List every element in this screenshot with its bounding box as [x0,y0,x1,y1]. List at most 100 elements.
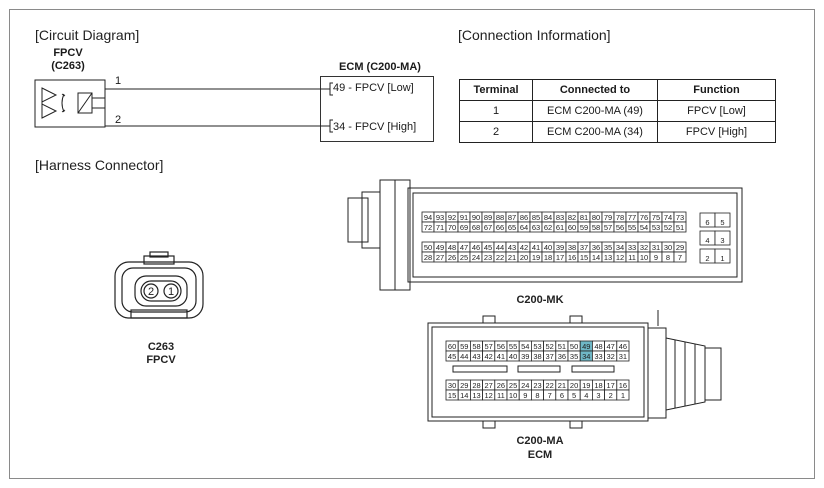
pin-number-79: 79 [604,213,612,222]
pin-number-61: 61 [556,223,564,232]
c263-label: C263 [148,341,174,353]
ecm-connector-label: ECM [528,449,552,461]
ecm-box [320,76,434,142]
pin-number-5: 5 [572,391,576,400]
pin-number-10: 10 [509,391,517,400]
pin-number-56: 56 [497,342,505,351]
pin-number-48: 48 [448,243,456,252]
pin-number-41: 41 [497,352,505,361]
pin-number-45: 45 [448,352,456,361]
c263-pin-1: 1 [168,286,174,298]
pin-number-9: 9 [523,391,527,400]
pin-cell-51 [673,221,687,233]
c200-ma-label: C200-MA [516,435,563,447]
pin-number-1: 1 [621,391,625,400]
fpcv-name-label: FPCV [53,47,83,59]
pin-number-5: 5 [720,218,724,227]
pin-number-20: 20 [520,253,528,262]
fpcv-solenoid-symbol [34,79,106,128]
pin-number-70: 70 [448,223,456,232]
pin-cell-31 [616,350,630,362]
pin-number-69: 69 [460,223,468,232]
pin-number-78: 78 [616,213,624,222]
pin-number-73: 73 [676,213,684,222]
pin-number-11: 11 [497,391,505,400]
wire-terminal-1: 1 [115,75,122,87]
pin-number-25: 25 [460,253,468,262]
pin-number-26: 26 [448,253,456,262]
fpcv-connector-label: FPCV [146,354,176,366]
pin-number-90: 90 [472,213,480,222]
pin-number-22: 22 [496,253,504,262]
pin-number-2: 2 [609,391,613,400]
pin-number-71: 71 [436,223,444,232]
pin-number-50: 50 [570,342,578,351]
pin-number-16: 16 [568,253,576,262]
pin-number-24: 24 [472,253,480,262]
pin-number-28: 28 [424,253,432,262]
pin-number-8: 8 [535,391,539,400]
header-terminal: Terminal [459,79,533,101]
pin-number-36: 36 [592,243,600,252]
pin-number-11: 11 [628,253,636,262]
pin-number-86: 86 [520,213,528,222]
pin-number-23: 23 [484,253,492,262]
pin-number-62: 62 [544,223,552,232]
pin-number-82: 82 [568,213,576,222]
pin-number-74: 74 [664,213,672,222]
harness-connector-heading: [Harness Connector] [35,157,164,173]
pin-number-51: 51 [558,342,566,351]
pin-number-21: 21 [508,253,516,262]
pin-number-83: 83 [556,213,564,222]
c263-pin-2: 2 [148,286,154,298]
pin-number-37: 37 [580,243,588,252]
pin-number-39: 39 [521,352,529,361]
pin-number-64: 64 [520,223,528,232]
pin-number-85: 85 [532,213,540,222]
pin-number-33: 33 [594,352,602,361]
pin-number-54: 54 [521,342,529,351]
pin-number-20: 20 [570,381,578,390]
pin-number-14: 14 [592,253,600,262]
pin-number-93: 93 [436,213,444,222]
pin-number-27: 27 [436,253,444,262]
pin-number-1: 1 [720,254,724,263]
pin-number-58: 58 [472,342,480,351]
pin-number-2: 2 [705,254,709,263]
pin-number-94: 94 [424,213,432,222]
pin-number-58: 58 [592,223,600,232]
pin-number-25: 25 [509,381,517,390]
pin-number-43: 43 [472,352,480,361]
pin-number-47: 47 [607,342,615,351]
row1-function: FPCV [Low] [657,100,776,122]
c200-mk-label: C200-MK [516,294,563,306]
pin-number-30: 30 [448,381,456,390]
pin-number-60: 60 [448,342,456,351]
pin-number-56: 56 [616,223,624,232]
pin-number-55: 55 [509,342,517,351]
pin-number-32: 32 [640,243,648,252]
table-row: 2 ECM C200-MA (34) FPCV [High] [459,121,776,143]
pin-number-4: 4 [584,391,588,400]
connection-info-heading: [Connection Information] [458,27,611,43]
pin-number-9: 9 [654,253,658,262]
pin-number-49: 49 [436,243,444,252]
pin-number-46: 46 [619,342,627,351]
pin-number-63: 63 [532,223,540,232]
pin-number-67: 67 [484,223,492,232]
pin-number-52: 52 [546,342,554,351]
pin-cell-5 [714,212,731,228]
pin-number-50: 50 [424,243,432,252]
pin-number-40: 40 [509,352,517,361]
pin-number-87: 87 [508,213,516,222]
pin-number-10: 10 [640,253,648,262]
pin-number-41: 41 [532,243,540,252]
pin-number-53: 53 [533,342,541,351]
pin-number-23: 23 [533,381,541,390]
pin-number-35: 35 [604,243,612,252]
pin-number-27: 27 [485,381,493,390]
pin-number-38: 38 [533,352,541,361]
pin-number-17: 17 [607,381,615,390]
